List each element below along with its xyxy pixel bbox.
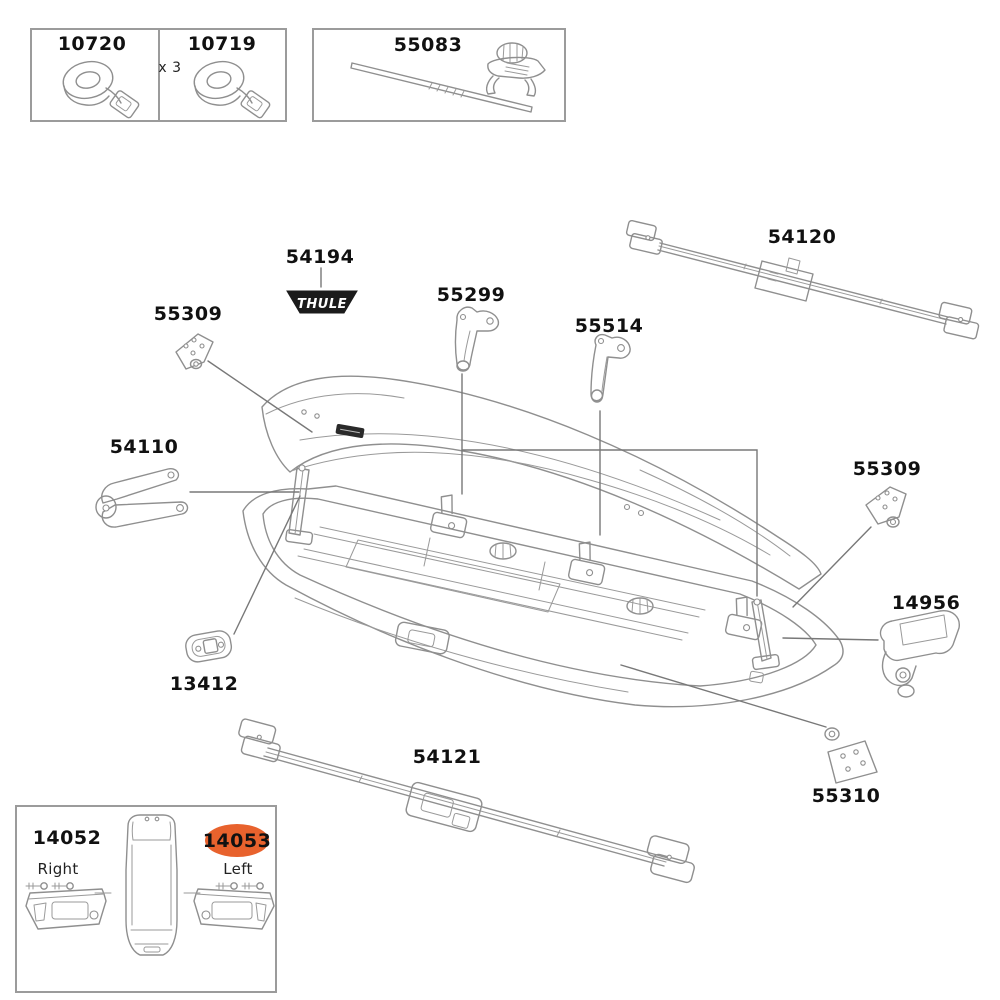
part-label-54194[interactable]: 54194 (285, 246, 355, 268)
part-label-54120[interactable]: 54120 (767, 226, 837, 248)
lid-latch-front (429, 494, 468, 539)
corner-bracket-55310-icon (824, 727, 878, 784)
tensioner-14956-icon (879, 610, 960, 698)
quantity-label-10719: x 3 (158, 60, 182, 76)
part-label-14956[interactable]: 14956 (891, 592, 961, 614)
box-top-view-icon (125, 814, 178, 956)
part-label-55083[interactable]: 55083 (393, 34, 463, 56)
endcap-panel-drawing (25, 814, 275, 956)
side-label-right: Right (37, 860, 79, 878)
lid-latch-middle (567, 541, 606, 586)
leader-lines (189, 360, 879, 728)
strap-10719-icon (193, 60, 271, 119)
strap-kit-box (30, 28, 287, 122)
thule-badge-icon: THULE (286, 267, 358, 314)
lid-lifter-54110-icon (95, 467, 189, 528)
part-label-55299[interactable]: 55299 (436, 284, 506, 306)
front-rail-54121-icon (238, 718, 695, 884)
lid-bracket-55299-icon (454, 306, 500, 372)
hinge-plate-13412-icon (185, 630, 233, 663)
part-label-55310[interactable]: 55310 (811, 785, 881, 807)
part-label-10719[interactable]: 10719 (187, 33, 257, 55)
mounting-knob-front (489, 542, 517, 560)
tensioning-rod-55083-icon (350, 42, 546, 113)
part-label-14053: 14053 (202, 829, 272, 852)
side-label-left: Left (223, 860, 253, 878)
part-label-55309-right[interactable]: 55309 (852, 458, 922, 480)
part-label-55309-left[interactable]: 55309 (153, 303, 223, 325)
endcap-left-icon (183, 882, 275, 930)
strap-10720-icon (62, 60, 140, 119)
part-label-54121[interactable]: 54121 (412, 746, 482, 768)
highlighted-part-14053[interactable]: 14053 (202, 824, 272, 857)
part-label-55514[interactable]: 55514 (574, 315, 644, 337)
part-label-54110[interactable]: 54110 (109, 436, 179, 458)
rear-rail-54120-icon (625, 219, 980, 340)
endcap-right-icon (25, 882, 112, 930)
kit-box-divider (158, 30, 160, 120)
part-label-10720[interactable]: 10720 (57, 33, 127, 55)
thule-badge-text: THULE (297, 297, 347, 312)
left-strut (285, 464, 314, 546)
endcap-panel-box (15, 805, 277, 993)
corner-bracket-55309-left-icon (175, 333, 214, 370)
part-label-13412[interactable]: 13412 (169, 673, 239, 695)
corner-bracket-55309-right-icon (865, 486, 907, 528)
tool-kit-box (312, 28, 566, 122)
part-label-14052[interactable]: 14052 (32, 827, 102, 849)
mounting-knob-rear (626, 597, 654, 615)
cargo-box-drawing (242, 375, 844, 708)
lid-latch-rear (724, 596, 763, 641)
right-strut (751, 598, 780, 671)
lid-bracket-55514-icon (590, 333, 631, 403)
